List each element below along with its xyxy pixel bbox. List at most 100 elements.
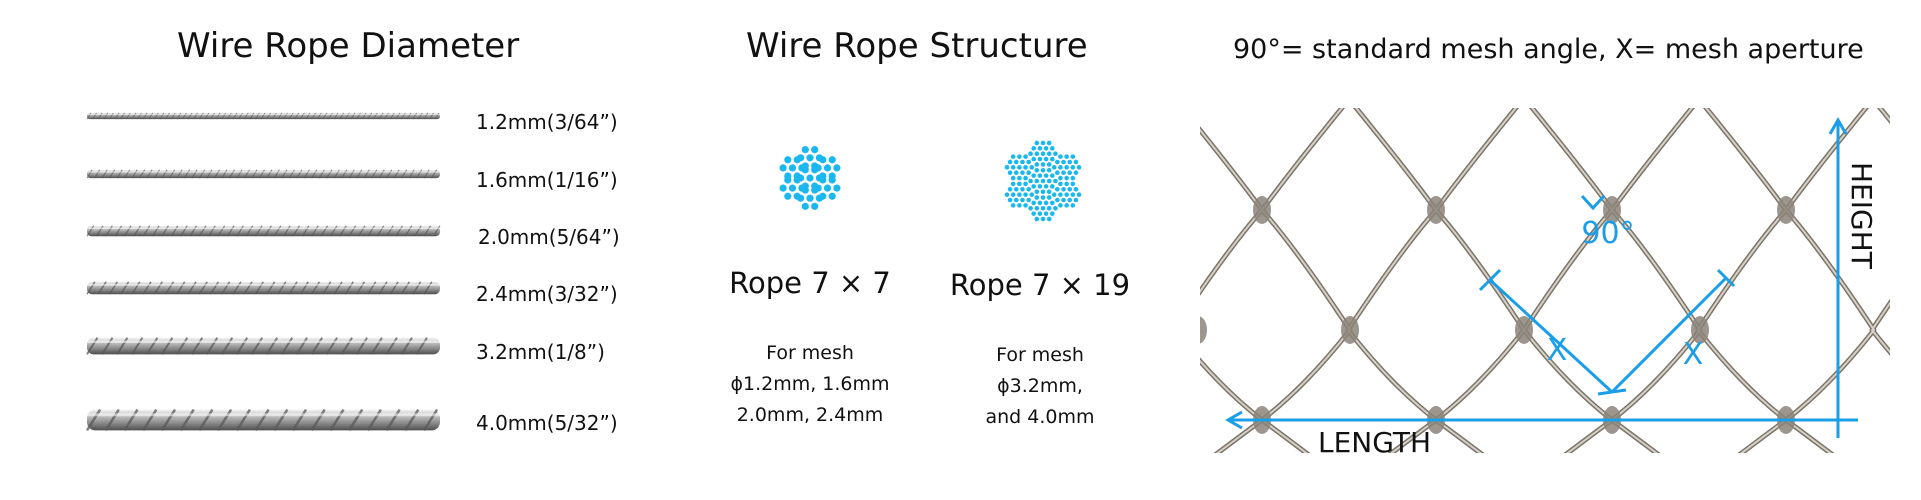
wire-dot (1050, 211, 1055, 216)
mesh-wires (1200, 108, 1890, 453)
wire-dot (1034, 216, 1040, 222)
wire-dot (1046, 167, 1052, 173)
mesh-knot (1341, 316, 1359, 344)
aperture-line-left (1488, 278, 1614, 394)
wire-dot (1020, 186, 1025, 192)
wire-dot (1058, 192, 1063, 197)
wire-dot (1055, 186, 1060, 192)
wire-dot (1020, 197, 1025, 203)
rope-diameter-label: 1.2mm(3/64”) (476, 110, 618, 134)
wire-dot (1020, 170, 1025, 176)
wire-dot (833, 184, 841, 192)
wire-dot (1040, 205, 1046, 211)
wire-dot (823, 164, 832, 172)
aperture-label-right: X (1683, 337, 1704, 372)
wire-dot (1064, 181, 1069, 187)
mesh-diagram: 90° X X LENGTH HEIGHT (1200, 108, 1890, 453)
wire-dot (1046, 205, 1052, 211)
mesh-knot (1777, 196, 1795, 224)
wire-dot (801, 202, 809, 210)
wire-dot (1034, 167, 1040, 173)
rope-diameter-label: 2.0mm(5/64”) (478, 225, 620, 249)
wire-dot (793, 192, 801, 200)
rope-sample (86, 169, 440, 179)
aperture-tick (1716, 268, 1736, 288)
wire-dot (1013, 186, 1019, 192)
wire-dot (1017, 175, 1022, 181)
wire-dot (1031, 211, 1036, 216)
wire-dot (1040, 178, 1046, 184)
wire-dot (1073, 170, 1079, 176)
wire-dot (1037, 211, 1043, 216)
wire-dot (1067, 159, 1073, 165)
wire-dot (823, 184, 832, 192)
wire-dot (1050, 156, 1055, 162)
wire-dot (1031, 200, 1036, 206)
wire-dot (1040, 151, 1046, 157)
wire-dot (828, 156, 836, 164)
wire-dot (806, 174, 814, 182)
wire-dot (811, 146, 819, 154)
mesh-knot (1427, 196, 1445, 224)
wire-dot (1028, 205, 1033, 211)
rope-sample (86, 281, 440, 295)
wire-dot (1040, 195, 1046, 200)
wire-dot (1034, 151, 1040, 157)
wire-dot (1037, 173, 1043, 178)
wire-dot (1031, 146, 1036, 151)
wire-dot (1064, 154, 1069, 159)
wire-dot (1055, 159, 1060, 165)
length-arrowhead (1224, 410, 1243, 430)
rope-diameter-label: 3.2mm(1/8”) (476, 340, 605, 364)
wire-dot (1028, 151, 1033, 157)
wire-dot (1037, 184, 1043, 189)
wire-dot (1034, 140, 1040, 146)
rope-7x7-usage: For mesh ϕ1.2mm, 1.6mm 2.0mm, 2.4mm (730, 342, 890, 426)
wire-dot (784, 172, 792, 180)
wire-dot (779, 184, 787, 192)
mesh-knot (1515, 316, 1533, 344)
wire-dot (1070, 154, 1076, 159)
wire-dot (1055, 197, 1060, 203)
wire-dot (1055, 170, 1060, 176)
wire-dot (1017, 165, 1022, 170)
wire-dot (788, 184, 797, 192)
rope-sample (86, 112, 440, 120)
wire-dot (1010, 203, 1016, 208)
wire-dot (1040, 189, 1046, 195)
wire-dot (1064, 192, 1069, 197)
wire-dot (793, 172, 801, 180)
wire-dot (1031, 184, 1036, 189)
aperture-label-left: X (1547, 333, 1568, 368)
mesh-title: 90°= standard mesh angle, X= mesh apertu… (1233, 34, 1864, 65)
wire-dot (1023, 203, 1028, 208)
wire-dot (1046, 140, 1052, 146)
wire-dot (1050, 200, 1055, 206)
wire-dot (1040, 140, 1046, 146)
wire-dot (1043, 211, 1049, 216)
wire-dot (1029, 192, 1035, 197)
wire-dot (1058, 175, 1063, 181)
rope-7x19-name: Rope 7 × 19 (949, 268, 1131, 302)
wire-dot (806, 194, 814, 202)
wire-dot (811, 202, 819, 210)
mesh-annotations (1224, 116, 1858, 438)
wire-dot (1004, 165, 1010, 170)
wire-dot (1007, 170, 1013, 176)
wire-dot (1023, 154, 1028, 159)
wire-dot (1070, 181, 1076, 187)
wire-dot (1029, 165, 1035, 170)
wire-dot (1023, 181, 1028, 187)
wire-dot (1073, 186, 1079, 192)
aperture-line-right (1610, 276, 1728, 394)
wire-dot (1070, 165, 1076, 170)
rope-sample (86, 225, 441, 237)
wire-dot (1058, 181, 1063, 187)
wire-dot (1051, 165, 1057, 170)
rope-diameter-label: 1.6mm(1/16”) (476, 168, 618, 192)
wire-dot (806, 154, 814, 162)
wire-dot (1034, 205, 1040, 211)
wire-dot (1061, 170, 1066, 176)
wire-dot (1076, 165, 1082, 170)
wire-dot (1073, 159, 1079, 165)
